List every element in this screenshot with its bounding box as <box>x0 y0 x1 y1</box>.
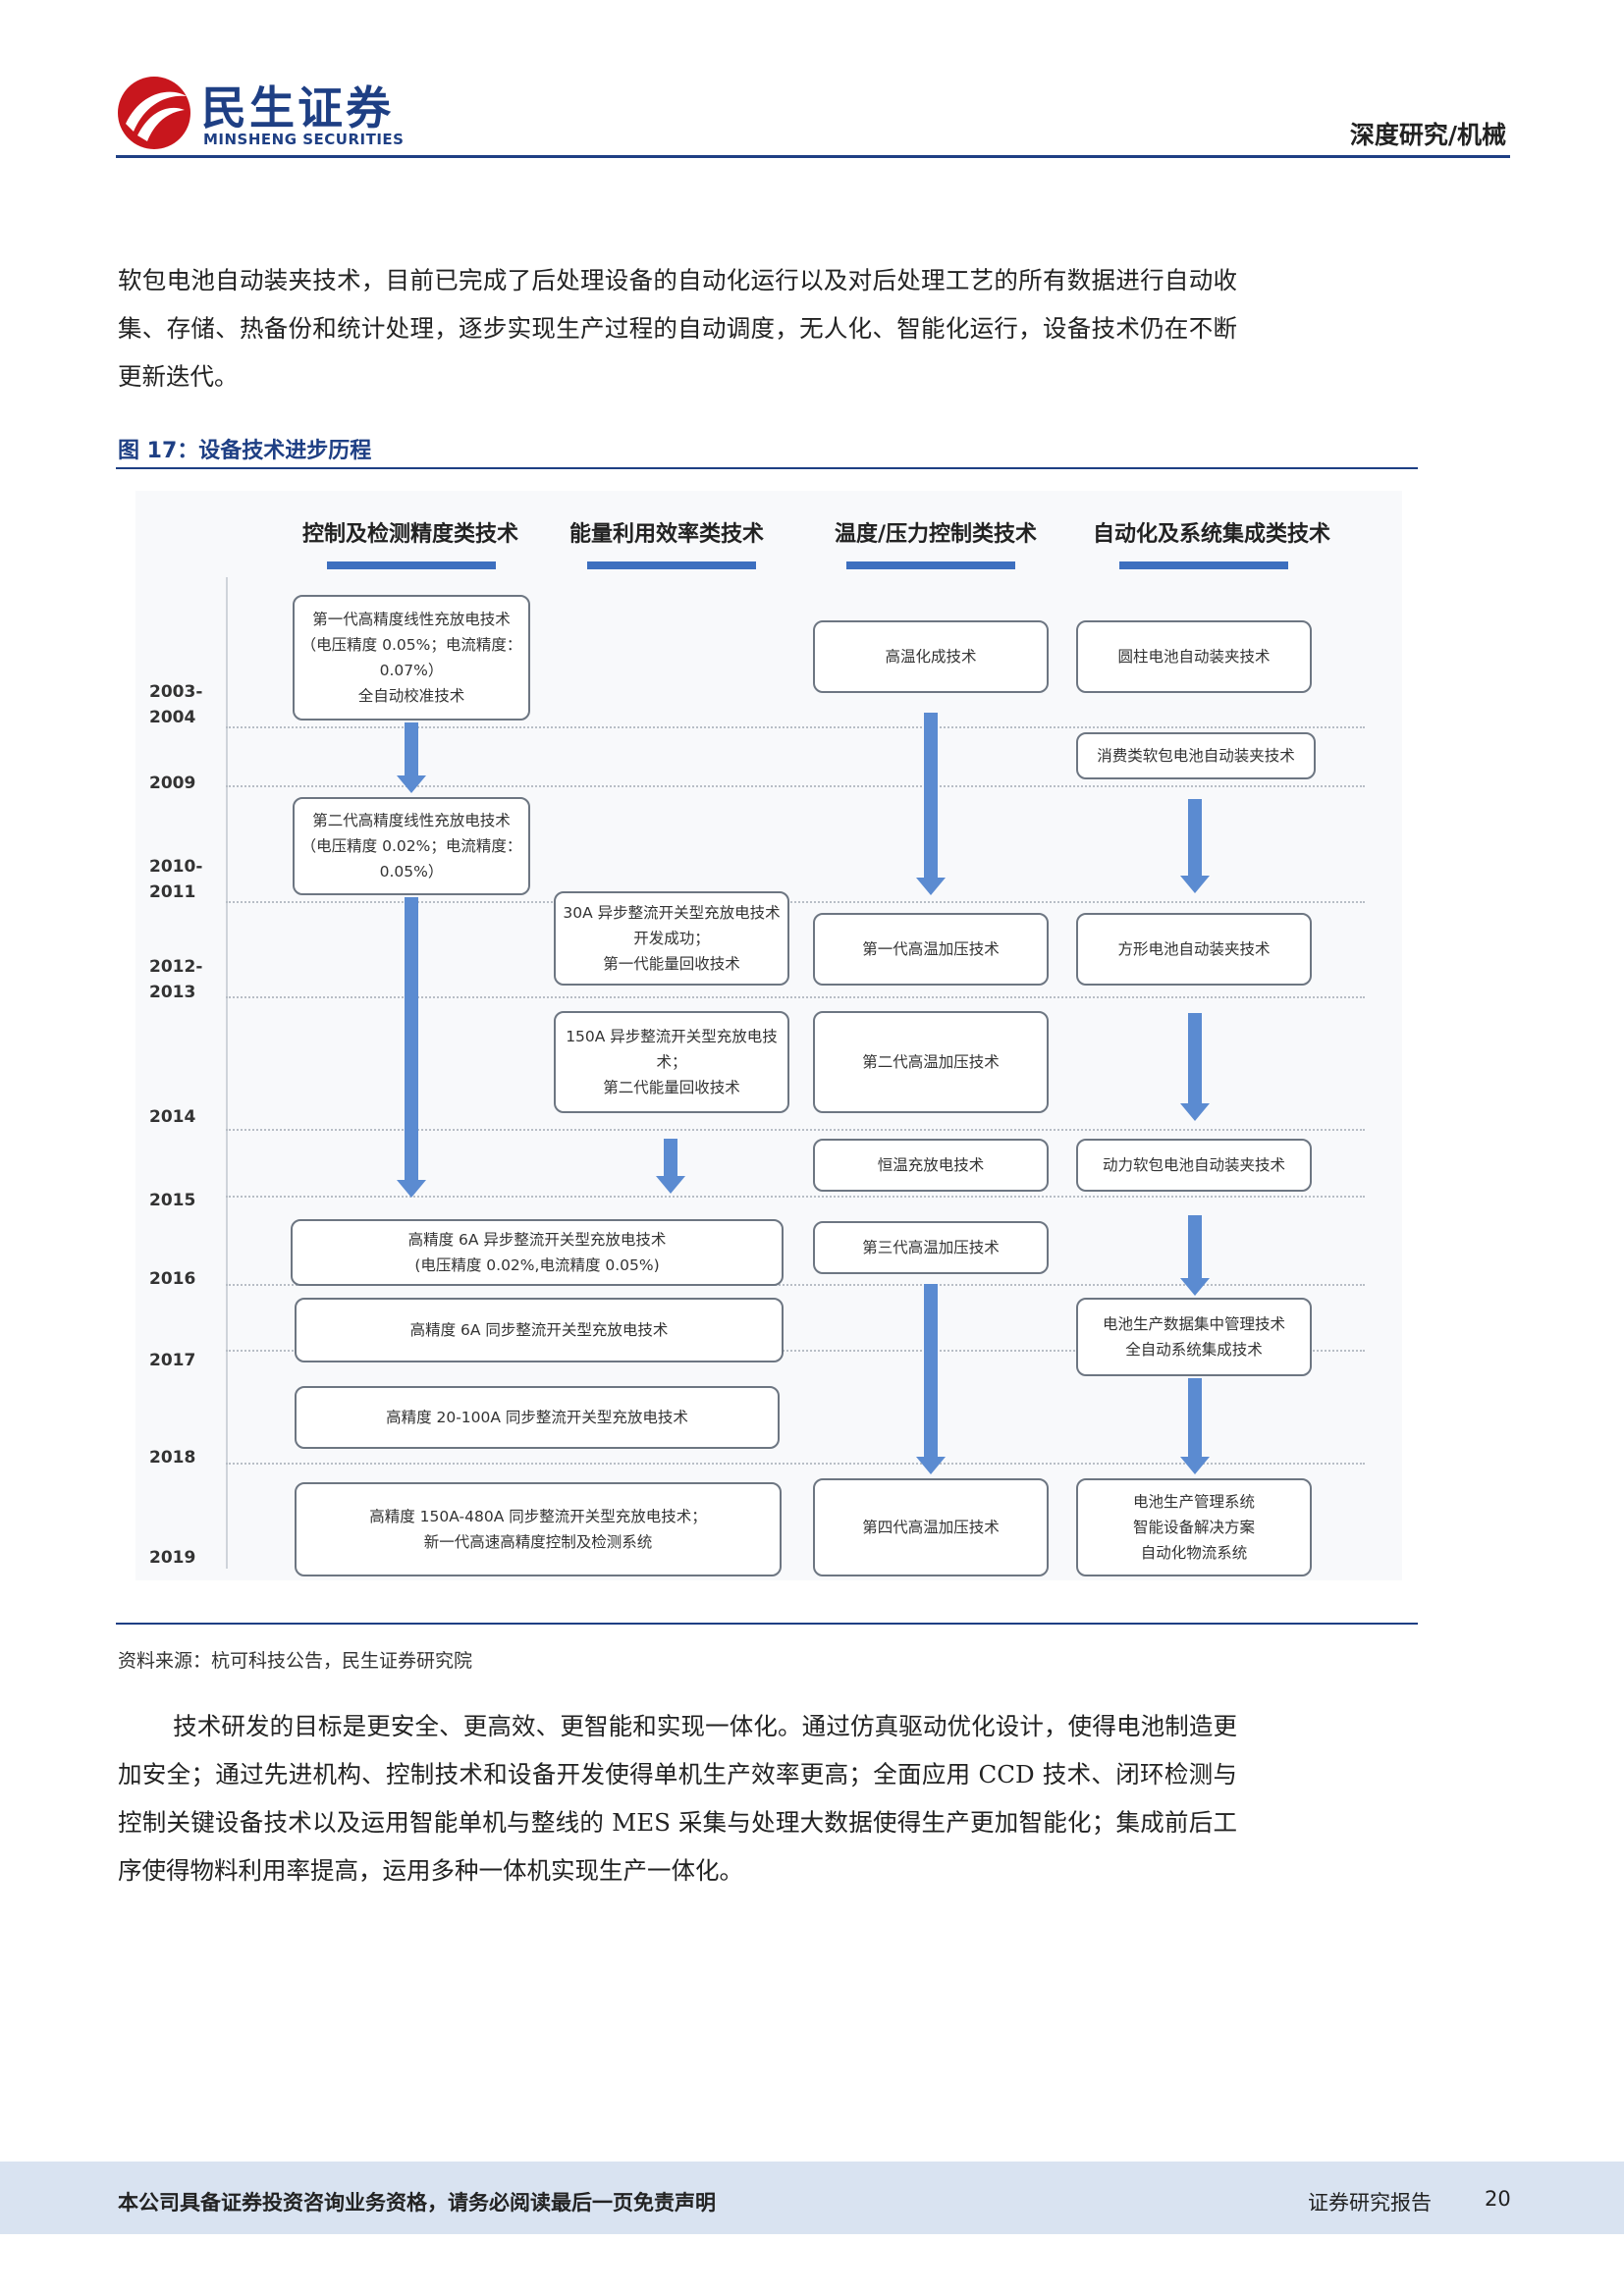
figure-source: 资料来源：杭可科技公告，民生证券研究院 <box>118 1650 473 1672</box>
column-bar-automation <box>1119 561 1288 569</box>
tech-box-c4-cylindrical: 圆柱电池自动装夹技术 <box>1076 620 1312 693</box>
year-label: 2009 <box>149 774 196 793</box>
intro-paragraph: 软包电池自动装夹技术，目前已完成了后处理设备的自动化运行以及对后处理工艺的所有数… <box>118 266 1237 391</box>
tech-box-c1-gen1: 第一代高精度线性充放电技术（电压精度 0.05%；电流精度：0.07%） 全自动… <box>293 595 530 721</box>
tech-box-c3-gen3: 第三代高温加压技术 <box>813 1221 1049 1274</box>
tech-box-c2-30a: 30A 异步整流开关型充放电技术开发成功； 第一代能量回收技术 <box>554 891 789 986</box>
timeline-axis <box>226 577 228 1569</box>
tech-box-c3-gen4: 第四代高温加压技术 <box>813 1478 1049 1576</box>
tech-box-c4-power: 动力软包电池自动装夹技术 <box>1076 1139 1312 1192</box>
row-separator <box>226 1284 1365 1286</box>
header-divider <box>116 155 1510 158</box>
tech-box-c1-20-100a: 高精度 20-100A 同步整流开关型充放电技术 <box>295 1386 780 1449</box>
row-separator <box>226 901 1365 903</box>
body-paragraph-text: 技术研发的目标是更安全、更高效、更智能和实现一体化。通过仿真驱动优化设计，使得电… <box>118 1712 1237 1885</box>
tech-box-c3-gen1: 第一代高温加压技术 <box>813 913 1049 986</box>
tech-progress-diagram: 控制及检测精度类技术 能量利用效率类技术 温度/压力控制类技术 自动化及系统集成… <box>135 491 1402 1580</box>
figure-bottom-rule <box>116 1623 1418 1625</box>
arrow-down-icon <box>1180 1378 1210 1474</box>
tech-box-c2-150a: 150A 异步整流开关型充放电技术； 第二代能量回收技术 <box>554 1011 789 1113</box>
arrow-down-icon <box>1180 799 1210 893</box>
arrow-down-icon <box>916 713 946 895</box>
footer-bar <box>0 2162 1624 2234</box>
row-separator <box>226 726 1365 728</box>
arrow-down-icon <box>1180 1215 1210 1296</box>
logo-chinese-name: 民生证券 <box>201 81 394 134</box>
arrow-down-icon <box>397 722 426 793</box>
year-label: 2010- 2011 <box>149 857 203 902</box>
column-bar-energy <box>587 561 756 569</box>
column-bar-temperature <box>846 561 1015 569</box>
tech-box-c3-const-temp: 恒温充放电技术 <box>813 1139 1049 1192</box>
minsheng-logo-icon <box>118 77 190 149</box>
figure-title: 图 17：设备技术进步历程 <box>118 439 372 463</box>
footer-report-type: 证券研究报告 <box>1308 2191 1432 2215</box>
tech-box-c1-6a-sync: 高精度 6A 同步整流开关型充放电技术 <box>295 1298 784 1362</box>
tech-box-c3-gen2: 第二代高温加压技术 <box>813 1011 1049 1113</box>
year-label: 2019 <box>149 1548 196 1568</box>
row-separator <box>226 1350 1365 1352</box>
year-label: 2015 <box>149 1191 196 1210</box>
body-paragraph: 技术研发的目标是更安全、更高效、更智能和实现一体化。通过仿真驱动优化设计，使得电… <box>118 1702 1237 1895</box>
page-number: 20 <box>1485 2187 1511 2211</box>
tech-box-c4-consumer: 消费类软包电池自动装夹技术 <box>1076 732 1316 779</box>
tech-box-c3-high-temp: 高温化成技术 <box>813 620 1049 693</box>
tech-box-c4-mgmt: 电池生产管理系统 智能设备解决方案 自动化物流系统 <box>1076 1478 1312 1576</box>
row-separator <box>226 1129 1365 1131</box>
column-title-temperature: 温度/压力控制类技术 <box>834 522 1038 547</box>
arrow-down-icon <box>397 897 426 1198</box>
row-separator <box>226 785 1365 787</box>
row-separator <box>226 996 1365 998</box>
arrow-down-icon <box>916 1284 946 1474</box>
section-tag: 深度研究/机械 <box>1349 121 1506 149</box>
row-separator <box>226 1463 1365 1465</box>
arrow-down-icon <box>1180 1013 1210 1121</box>
year-label: 2014 <box>149 1107 196 1127</box>
year-label: 2017 <box>149 1351 196 1370</box>
year-label: 2016 <box>149 1269 196 1289</box>
column-title-automation: 自动化及系统集成类技术 <box>1092 522 1330 547</box>
column-title-control: 控制及检测精度类技术 <box>301 522 518 547</box>
row-separator <box>226 1196 1365 1198</box>
figure-top-rule <box>116 467 1418 469</box>
year-label: 2018 <box>149 1448 196 1468</box>
year-label: 2003- 2004 <box>149 682 203 727</box>
footer-disclaimer: 本公司具备证券投资咨询业务资格，请务必阅读最后一页免责声明 <box>118 2191 716 2215</box>
column-bar-control <box>327 561 496 569</box>
tech-box-c1-6a-async: 高精度 6A 异步整流开关型充放电技术 (电压精度 0.02%,电流精度 0.0… <box>291 1219 784 1286</box>
year-label: 2012- 2013 <box>149 957 203 1002</box>
tech-box-c1-gen2: 第二代高精度线性充放电技术（电压精度 0.02%；电流精度：0.05%） <box>293 797 530 895</box>
tech-box-c4-data: 电池生产数据集中管理技术 全自动系统集成技术 <box>1076 1298 1312 1376</box>
column-title-energy: 能量利用效率类技术 <box>568 522 764 547</box>
logo-english-name: MINSHENG SECURITIES <box>203 131 405 148</box>
arrow-down-icon <box>656 1139 685 1194</box>
tech-box-c1-150-480a: 高精度 150A-480A 同步整流开关型充放电技术； 新一代高速高精度控制及检… <box>295 1482 782 1576</box>
tech-box-c4-square: 方形电池自动装夹技术 <box>1076 913 1312 986</box>
